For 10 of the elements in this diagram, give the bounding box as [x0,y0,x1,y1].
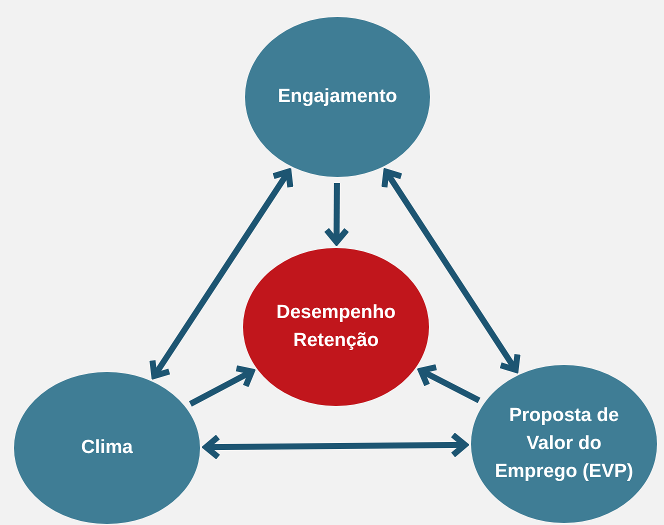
arrow [189,365,255,407]
arrow [203,432,468,460]
node-label: Proposta de Valor do Emprego (EVP) [494,404,634,484]
arrow [418,364,480,404]
node-label: Engajamento [276,85,398,109]
arrow [150,168,294,380]
arrow [381,168,520,373]
node-label: Desempenho Retenção [275,301,397,353]
arrow [324,182,350,245]
node-label: Clima [80,436,134,460]
